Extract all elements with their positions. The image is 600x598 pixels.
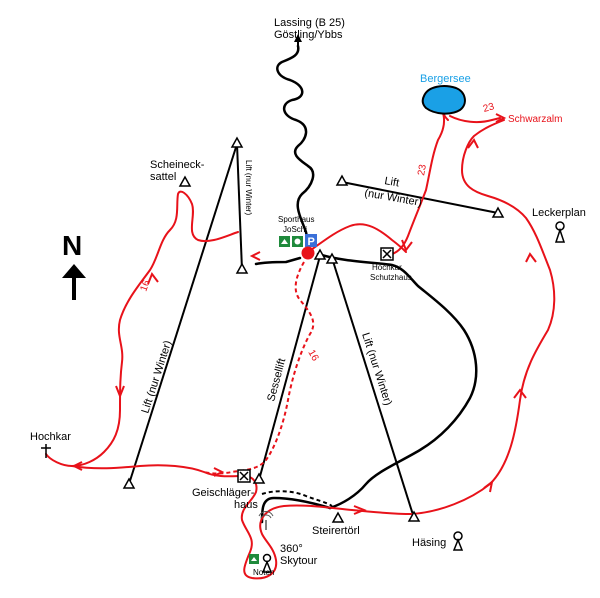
- label-goestling: Göstling/Ybbs: [274, 29, 343, 41]
- bergersee-lake: [421, 85, 466, 115]
- viewpoint-icon-skytour: [261, 553, 273, 573]
- trail-arrow-4: [249, 251, 261, 261]
- road-dashed: [261, 490, 333, 507]
- triangle-lift-small-bottom: [235, 262, 249, 274]
- trail-number-16-mid: 16: [305, 348, 320, 364]
- trail-main-loop: [71, 119, 556, 580]
- label-lift-small: Lift (nur Winter): [244, 160, 253, 215]
- trail-arrow-5: [353, 505, 367, 515]
- viewpoint-icon-leckerplan: [554, 221, 566, 243]
- viewpoint-icon-haesing: [452, 531, 464, 551]
- label-sporthaus-2: JoSchi: [283, 225, 307, 234]
- label-sporthaus-1: Sporthaus: [278, 215, 314, 224]
- label-steirertoerl: Steirertörl: [312, 525, 360, 537]
- triangle-markers: [122, 136, 505, 523]
- north-label: N: [62, 230, 82, 261]
- label-lassing: Lassing (B 25): [274, 17, 345, 29]
- label-noten: Noten: [253, 568, 274, 577]
- triangle-right-lift-bottom: [407, 510, 421, 522]
- hut-icon-geischlaeger: [237, 469, 251, 483]
- trail-arrow-9: [467, 138, 479, 149]
- trail-arrow-11: [401, 239, 413, 253]
- label-geischlaeger-2: haus: [234, 499, 258, 511]
- trail-arrow-7: [513, 388, 527, 399]
- noten-icons: [249, 554, 259, 564]
- lift-line-left-return: [236, 143, 243, 271]
- trail-arrow-10: [495, 113, 507, 123]
- label-schwarzalm: Schwarzalm: [508, 114, 562, 125]
- label-hochkar: Hochkar: [30, 431, 71, 443]
- triangle-lift-top-right: [491, 206, 505, 218]
- label-lift-top-1: Lift: [383, 175, 400, 189]
- triangle-sessellift-bottom: [252, 472, 266, 484]
- trail-number-23-top: 23: [482, 101, 496, 115]
- trail-from-sporthaus: [307, 223, 407, 253]
- road-lift-stub: [254, 256, 302, 266]
- label-lift-top-2: (nur Winter): [363, 187, 422, 209]
- parking-icon: [305, 234, 317, 247]
- trail-arrow-1: [115, 385, 125, 399]
- trail-23-lake: [391, 109, 446, 255]
- lift-line-top: [341, 181, 499, 214]
- road-to-schutzhaus: [316, 252, 478, 510]
- antenna-icon: [258, 511, 274, 530]
- triangle-right-lift-top: [325, 252, 339, 264]
- trail-number-16-left: 16: [138, 278, 152, 293]
- label-bergersee: Bergersee: [420, 73, 471, 85]
- triangle-lassing-lift-top: [230, 136, 244, 148]
- road-arrowhead: [294, 34, 302, 42]
- trail-arrow-3: [71, 461, 83, 471]
- triangle-lift-top-left: [335, 174, 349, 186]
- label-schutzhaus-2: Schutzhaus: [370, 273, 412, 282]
- label-geischlaeger-1: Geischläger-: [192, 487, 255, 499]
- label-haesing: Häsing: [412, 537, 446, 549]
- sporthaus-icons: P: [279, 234, 317, 248]
- triangle-scheineck: [178, 175, 192, 187]
- label-leckerplan: Leckerplan: [532, 207, 586, 219]
- north-arrow-icon: [62, 264, 86, 300]
- trail-arrow-2: [147, 271, 159, 285]
- access-road: [276, 44, 315, 254]
- trail-arrow-12: [213, 467, 225, 477]
- lift-line-right: [331, 257, 415, 519]
- summit-cross-icon: [41, 444, 51, 458]
- trail-number-23-side: 23: [416, 163, 429, 176]
- trail-arrow-6: [483, 479, 494, 493]
- label-schutzhaus-1: Hochkar: [372, 263, 402, 272]
- label-lift-left: Lift (nur Winter): [139, 339, 174, 415]
- hut-icon-schutzhaus: [380, 247, 394, 261]
- triangle-steirertoerl: [331, 511, 345, 523]
- trail-16-west: [45, 190, 239, 467]
- lift-line-sessellift: [258, 255, 321, 481]
- triangle-left-lift-bottom: [122, 477, 136, 489]
- label-sessellift: Sessellift: [265, 357, 288, 403]
- trail-to-schwarzalm: [449, 115, 501, 124]
- start-point-marker: [301, 246, 315, 260]
- parking-label: P: [308, 236, 315, 248]
- label-skytour-2: Skytour: [280, 555, 318, 567]
- label-scheineck-2: sattel: [150, 171, 176, 183]
- trail-arrow-8: [525, 252, 537, 263]
- triangle-sessellift-top: [313, 248, 327, 260]
- label-lift-right: Lift (nur Winter): [359, 331, 394, 407]
- trail-dashed-16: [203, 261, 315, 475]
- lift-line-left: [128, 143, 238, 485]
- label-scheineck-1: Scheineck-: [150, 159, 205, 171]
- label-skytour-1: 360°: [280, 543, 303, 555]
